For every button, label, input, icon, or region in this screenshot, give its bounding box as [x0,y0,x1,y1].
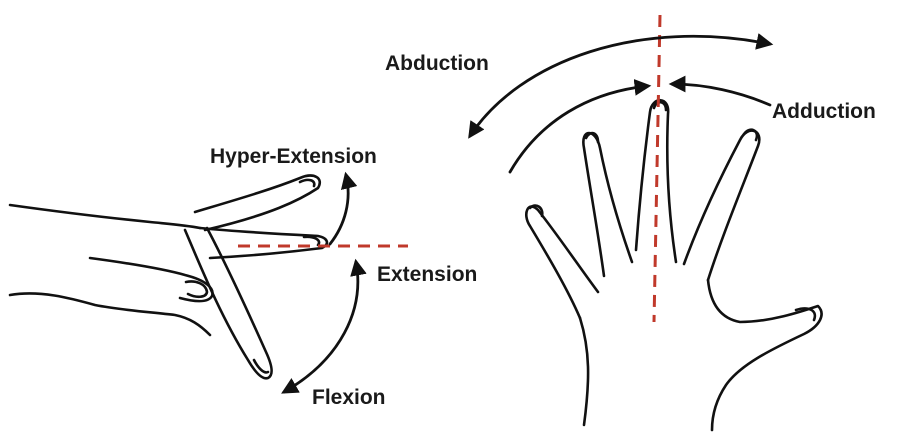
palm-view-hand [470,15,822,430]
hyperextended-finger-outline [195,176,320,230]
abduction-label: Abduction [385,53,489,74]
flexed-finger-outline [185,228,272,378]
hyperextension-arrow [330,175,348,244]
adduction-label: Adduction [772,101,876,122]
hyper-extension-label: Hyper-Extension [210,146,377,167]
little-finger-outline [526,207,598,318]
thumb-outline [90,258,213,301]
thumb-nail [186,281,207,296]
adduction-arrow-left [510,86,648,172]
flexion-arrow [284,262,358,392]
midline-reference-line [654,15,660,322]
middle-finger-nail [654,102,666,110]
hyperextended-finger-nail [300,180,314,186]
ring-finger-outline [583,133,632,276]
thumb-palm-outline [708,280,822,430]
hand-lower-outline [10,293,210,335]
abduction-arrow [470,36,770,136]
adduction-arrow-right [672,84,770,105]
side-view-hand [10,175,408,392]
hand-upper-outline [10,205,200,228]
extended-finger-nail [304,237,319,245]
flexion-label: Flexion [312,387,386,408]
index-finger-outline [684,131,759,280]
extension-label: Extension [377,264,477,285]
palm-outline [580,318,588,425]
